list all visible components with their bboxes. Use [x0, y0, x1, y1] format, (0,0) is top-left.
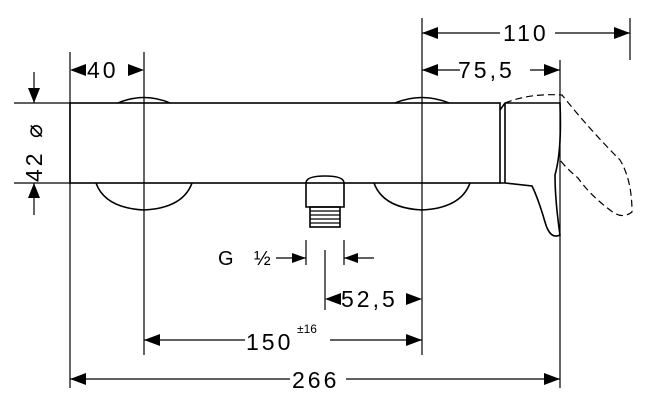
dimension-75-5: 75,5: [422, 57, 560, 83]
dim-label-75-5: 75,5: [458, 57, 515, 83]
dimension-266: 266: [70, 367, 560, 393]
dimension-110: 110: [422, 20, 630, 46]
dimension-thread: G ½: [218, 240, 374, 270]
dim-label-52-5: 52,5: [341, 286, 398, 312]
outlet-connector: [305, 175, 345, 228]
dim-tolerance-150: ±16: [297, 322, 317, 336]
dimension-150: 150 ±16: [144, 322, 422, 355]
thread-label: G: [218, 248, 236, 270]
dim-label-42: 42: [21, 150, 47, 182]
dimension-52-5: 52,5: [325, 286, 422, 312]
diameter-symbol: ⌀: [21, 121, 47, 138]
dimension-diameter-42: 42 ⌀: [21, 72, 47, 215]
dimension-40: 40: [70, 57, 144, 83]
dim-label-266: 266: [292, 367, 339, 393]
dim-label-40: 40: [87, 57, 119, 83]
mixer-body: [69, 94, 633, 237]
thread-size: ½: [254, 248, 273, 270]
dim-label-110: 110: [503, 20, 549, 46]
dim-label-150: 150: [246, 329, 293, 355]
